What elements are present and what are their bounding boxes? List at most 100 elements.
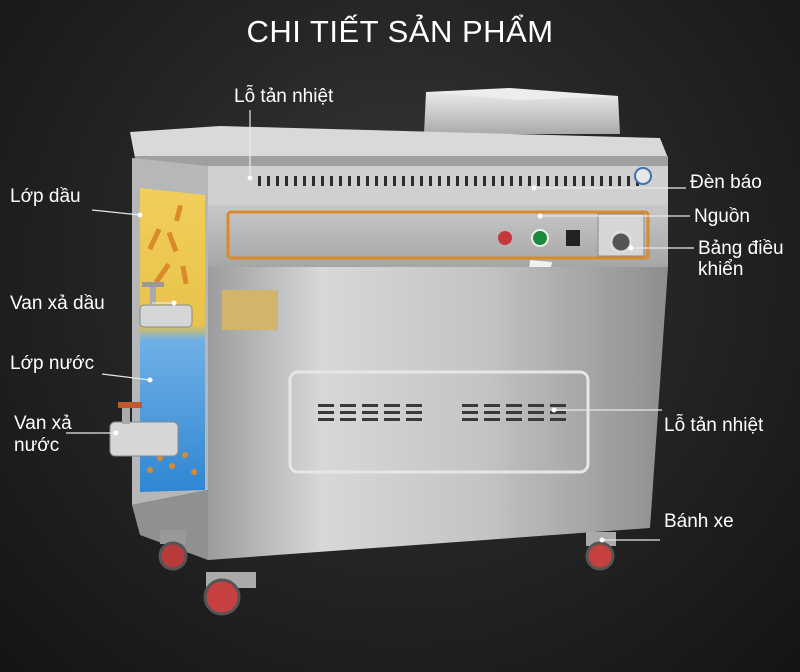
vent-slot xyxy=(484,418,500,421)
vent-slot xyxy=(483,176,486,186)
vent-slot xyxy=(506,404,522,407)
vent-slot xyxy=(573,176,576,186)
vent-slot xyxy=(462,418,478,421)
control-dial xyxy=(609,230,633,254)
vent-slot xyxy=(366,176,369,186)
vent-slot xyxy=(484,404,500,407)
vent-slot xyxy=(294,176,297,186)
vent-slot xyxy=(618,176,621,186)
vent-slot xyxy=(420,176,423,186)
label-van-xa-nuoc-line1: Van xả xyxy=(14,413,72,434)
vent-slot xyxy=(330,176,333,186)
upper-front-panel xyxy=(208,166,668,205)
label-lop-nuoc: Lớp nước xyxy=(10,353,95,374)
vent-slot xyxy=(384,418,400,421)
wheel-front-left xyxy=(203,572,256,616)
vent-slot xyxy=(609,176,612,186)
vent-slot xyxy=(429,176,432,186)
warning-sticker xyxy=(222,290,278,330)
vent-slot xyxy=(438,176,441,186)
vent-slot xyxy=(550,411,566,414)
lid xyxy=(130,126,668,166)
vent-slot xyxy=(506,411,522,414)
vent-slot xyxy=(550,418,566,421)
label-banh-xe: Bánh xe xyxy=(664,511,734,532)
vent-slot xyxy=(406,404,422,407)
vent-slot xyxy=(406,411,422,414)
vent-slot xyxy=(340,418,356,421)
vent-slot xyxy=(318,404,334,407)
vent-slot xyxy=(537,176,540,186)
label-van-xa-nuoc-line2: nước xyxy=(14,435,60,456)
front-vent-frame xyxy=(288,370,590,474)
vent-slot xyxy=(528,176,531,186)
vent-slot xyxy=(340,411,356,414)
label-bang-dieu-khien-line1: Bảng điều xyxy=(698,238,784,259)
vent-slot xyxy=(318,418,334,421)
page-title: CHI TIẾT SẢN PHẨM xyxy=(246,14,554,49)
brand-badge xyxy=(634,167,652,185)
vent-slot xyxy=(285,176,288,186)
vent-slot xyxy=(447,176,450,186)
oil-drain-valve xyxy=(139,282,193,328)
vent-slot xyxy=(348,176,351,186)
vent-slot xyxy=(384,404,400,407)
vent-slot xyxy=(362,411,378,414)
vent-slot xyxy=(465,176,468,186)
label-bang-dieu-khien-line2: khiển xyxy=(698,259,744,280)
vent-slot xyxy=(501,176,504,186)
vent-slot xyxy=(339,176,342,186)
vent-slot xyxy=(340,404,356,407)
vent-slot xyxy=(519,176,522,186)
callout-dots xyxy=(113,175,634,543)
vent-slot xyxy=(384,176,387,186)
vent-slot xyxy=(564,176,567,186)
vent-slot xyxy=(357,176,360,186)
wheels xyxy=(158,530,616,616)
label-lo-tan-nhiet-top: Lỗ tản nhiệt xyxy=(234,86,334,107)
vent-slot xyxy=(474,176,477,186)
label-lop-dau: Lớp dầu xyxy=(10,186,81,207)
vent-slot xyxy=(384,411,400,414)
vent-slot xyxy=(258,176,261,186)
vent-slot xyxy=(456,176,459,186)
indicator-light xyxy=(498,231,512,245)
vent-slot xyxy=(406,418,422,421)
vent-slot xyxy=(528,418,544,421)
rocker-switch xyxy=(566,230,580,246)
front-vent-slots xyxy=(318,404,566,421)
vent-slot xyxy=(627,176,630,186)
power-switch xyxy=(531,229,549,247)
vent-slot xyxy=(510,176,513,186)
side-panel xyxy=(132,158,208,505)
vent-slot xyxy=(582,176,585,186)
vent-slot xyxy=(492,176,495,186)
wheel-back-left xyxy=(158,530,188,571)
vent-slot xyxy=(362,418,378,421)
callout-lines xyxy=(66,110,694,541)
vent-slot xyxy=(318,411,334,414)
cabinet xyxy=(132,267,668,560)
vent-slot xyxy=(267,176,270,186)
vent-slot xyxy=(462,404,478,407)
vent-slot xyxy=(303,176,306,186)
vent-slot xyxy=(393,176,396,186)
vent-slot xyxy=(362,404,378,407)
vent-slot xyxy=(555,176,558,186)
wheel-back-right xyxy=(585,532,616,571)
label-nguon: Nguồn xyxy=(694,206,750,227)
vent-slot xyxy=(591,176,594,186)
vent-slot xyxy=(550,404,566,407)
vent-slot xyxy=(528,411,544,414)
control-panel xyxy=(208,167,668,292)
vent-slot xyxy=(312,176,315,186)
vent-slot xyxy=(600,176,603,186)
vent-slot xyxy=(546,176,549,186)
vent-slot xyxy=(484,411,500,414)
vent-slot xyxy=(321,176,324,186)
vent-slot xyxy=(462,411,478,414)
vent-slot xyxy=(402,176,405,186)
label-lo-tan-nhiet-front: Lỗ tản nhiệt xyxy=(664,415,764,436)
